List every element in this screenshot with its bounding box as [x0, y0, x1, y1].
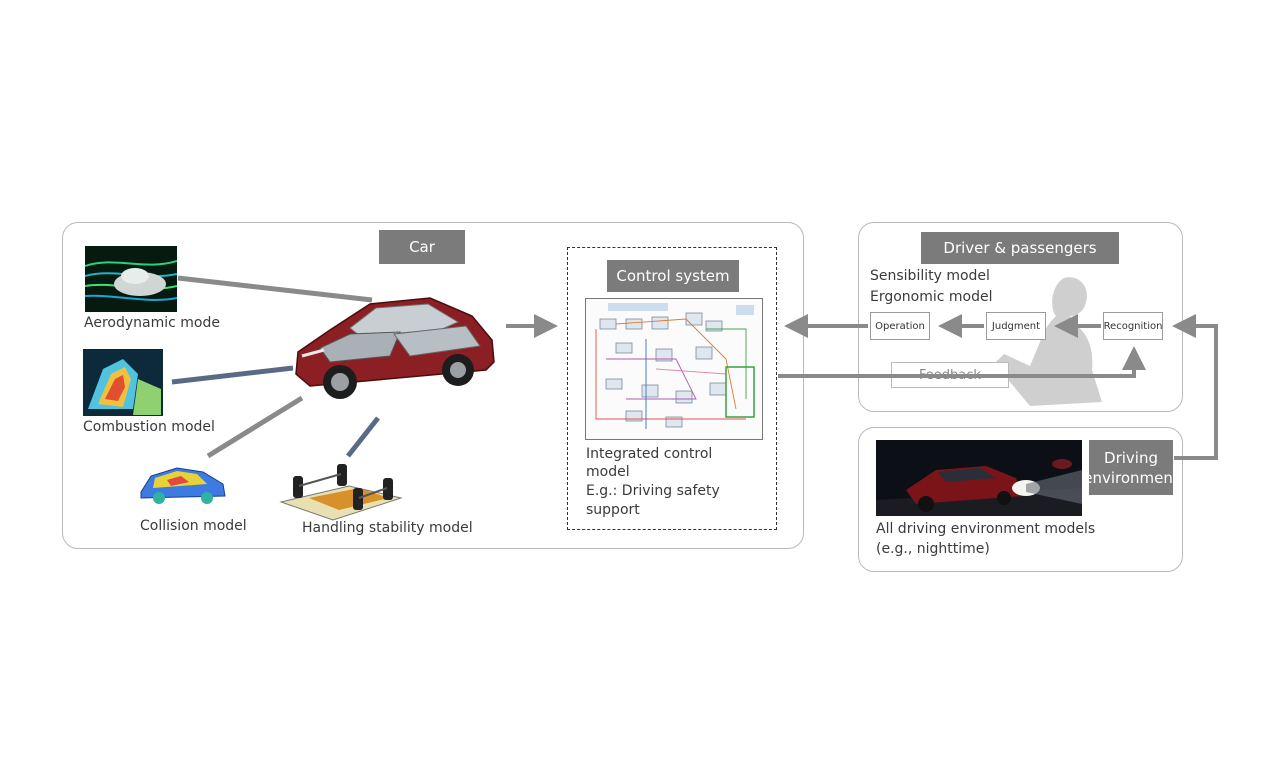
control-schematic-image [585, 298, 763, 440]
recognition-box: Recognition [1103, 312, 1163, 340]
driver-panel-title: Driver & passengers [921, 232, 1119, 264]
nighttime-driving-image [876, 440, 1082, 516]
driving-environment-title-line-1: Driving [1104, 448, 1158, 467]
handling-model-label: Handling stability model [302, 520, 473, 536]
driving-environment-title-line-2: environment [1083, 468, 1179, 487]
control-caption-line-4: support [586, 502, 640, 518]
control-system-box [567, 247, 777, 530]
aerodynamic-model-image [85, 246, 177, 312]
handling-model-image [279, 458, 403, 522]
combustion-model-label: Combustion model [83, 419, 215, 435]
car-image [290, 290, 500, 410]
feedback-box: Feedback [891, 362, 1009, 388]
environment-caption-line-2: (e.g., nighttime) [876, 541, 990, 557]
aerodynamic-model-label: Aerodynamic mode [84, 315, 220, 331]
collision-model-label: Collision model [140, 518, 247, 534]
driving-environment-title: Driving environment [1083, 440, 1179, 495]
sensibility-model-label: Sensibility model [870, 268, 990, 284]
driver-silhouette-image [990, 270, 1110, 410]
ergonomic-model-label: Ergonomic model [870, 289, 993, 305]
environment-caption-line-1: All driving environment models [876, 521, 1096, 537]
control-caption-line-1: Integrated control [586, 446, 713, 462]
combustion-model-image [83, 349, 163, 416]
operation-box: Operation [870, 312, 930, 340]
control-caption-line-2: model [586, 464, 630, 480]
collision-model-image [137, 458, 229, 508]
car-panel-title: Car [379, 230, 465, 264]
control-system-title: Control system [607, 260, 739, 292]
control-caption-line-3: E.g.: Driving safety [586, 483, 720, 499]
judgment-box: Judgment [986, 312, 1046, 340]
